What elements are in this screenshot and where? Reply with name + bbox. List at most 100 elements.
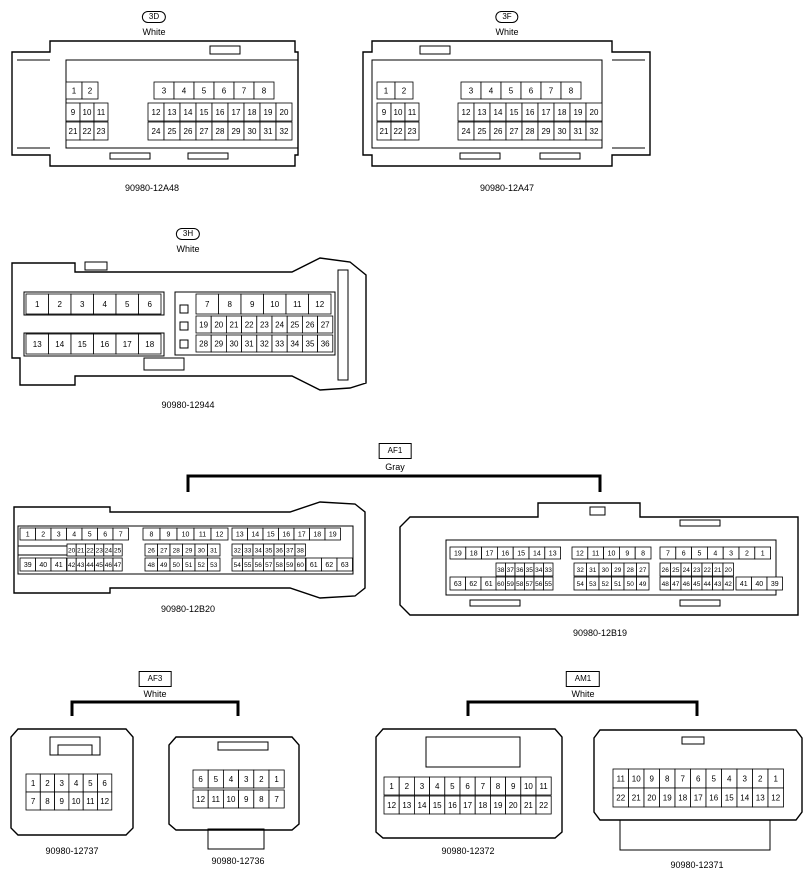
svg-text:11: 11 bbox=[408, 108, 417, 117]
svg-text:49: 49 bbox=[639, 581, 647, 588]
svg-text:12: 12 bbox=[216, 532, 224, 539]
3h-pin-5: 5 bbox=[115, 293, 139, 315]
svg-text:4: 4 bbox=[72, 532, 76, 539]
svg-text:15: 15 bbox=[517, 551, 525, 558]
svg-text:15: 15 bbox=[267, 532, 275, 539]
af1-right-pin-56: 56 bbox=[533, 576, 544, 591]
svg-text:17: 17 bbox=[486, 551, 494, 558]
3h-pin-29: 29 bbox=[210, 334, 227, 353]
svg-text:20: 20 bbox=[590, 108, 599, 117]
svg-text:35: 35 bbox=[306, 339, 315, 348]
svg-text:43: 43 bbox=[714, 581, 722, 588]
connector-code-3f: 3F bbox=[495, 11, 519, 23]
3h-pin-16: 16 bbox=[93, 333, 117, 355]
af3-left-pin-7: 7 bbox=[25, 791, 41, 811]
3f-pin-2: 2 bbox=[394, 81, 414, 100]
3f-pin-29: 29 bbox=[537, 121, 555, 141]
svg-text:23: 23 bbox=[408, 127, 417, 136]
svg-text:28: 28 bbox=[526, 127, 535, 136]
part-number-af1-left: 90980-12B20 bbox=[160, 604, 216, 614]
svg-text:25: 25 bbox=[168, 127, 177, 136]
svg-text:26: 26 bbox=[306, 320, 315, 329]
am1-bracket bbox=[466, 700, 699, 716]
svg-text:16: 16 bbox=[282, 532, 290, 539]
svg-text:32: 32 bbox=[590, 127, 599, 136]
svg-text:23: 23 bbox=[96, 547, 104, 554]
af1-left-pin-19: 19 bbox=[324, 527, 341, 541]
svg-text:16: 16 bbox=[526, 108, 535, 117]
af1-left-pin-12: 12 bbox=[210, 527, 229, 541]
svg-text:61: 61 bbox=[485, 581, 493, 588]
af1-left-pin-2: 2 bbox=[35, 527, 52, 541]
svg-text:46: 46 bbox=[105, 562, 113, 569]
af3-right-pin-1: 1 bbox=[268, 769, 285, 789]
3d-pin-1: 1 bbox=[65, 81, 83, 100]
connector-code-3h: 3H bbox=[175, 228, 201, 240]
3h-pin-33: 33 bbox=[271, 334, 288, 353]
svg-text:28: 28 bbox=[627, 567, 635, 574]
svg-text:12: 12 bbox=[771, 793, 780, 802]
svg-text:2: 2 bbox=[45, 779, 50, 788]
af1-right-pin-24: 24 bbox=[680, 562, 692, 577]
svg-text:37: 37 bbox=[286, 547, 294, 554]
svg-text:16: 16 bbox=[100, 340, 109, 349]
svg-text:16: 16 bbox=[448, 801, 457, 810]
af1-left-pin-25: 25 bbox=[112, 543, 123, 557]
af3-right-pin-2: 2 bbox=[253, 769, 270, 789]
af1-right-pin-37: 37 bbox=[505, 562, 516, 577]
af1-right-pin-60: 60 bbox=[495, 576, 506, 591]
af1-right-pin-26: 26 bbox=[659, 562, 671, 577]
svg-text:18: 18 bbox=[145, 340, 154, 349]
svg-text:33: 33 bbox=[545, 567, 553, 574]
svg-text:27: 27 bbox=[321, 320, 330, 329]
3d-pin-32: 32 bbox=[275, 121, 293, 141]
svg-text:13: 13 bbox=[236, 532, 244, 539]
af1-right-pin-22: 22 bbox=[701, 562, 713, 577]
svg-text:32: 32 bbox=[577, 567, 585, 574]
af1-left-pin-20: 20 bbox=[66, 543, 77, 557]
svg-text:22: 22 bbox=[86, 547, 94, 554]
svg-text:18: 18 bbox=[558, 108, 567, 117]
svg-text:3: 3 bbox=[743, 774, 748, 783]
svg-text:1: 1 bbox=[384, 86, 389, 95]
am1-left-pin-22: 22 bbox=[535, 795, 552, 815]
3d-pin-3: 3 bbox=[153, 81, 175, 100]
am1-left-pin-20: 20 bbox=[505, 795, 522, 815]
3h-pin-10: 10 bbox=[263, 293, 287, 315]
svg-text:42: 42 bbox=[68, 562, 76, 569]
af1-left-pin-21: 21 bbox=[75, 543, 86, 557]
af1-right-pin-30: 30 bbox=[598, 562, 612, 577]
am1-left-pin-18: 18 bbox=[474, 795, 491, 815]
3h-pin-35: 35 bbox=[301, 334, 318, 353]
svg-text:4: 4 bbox=[74, 779, 79, 788]
svg-text:21: 21 bbox=[380, 127, 389, 136]
3f-pin-18: 18 bbox=[553, 102, 571, 122]
af1-right-pin-18: 18 bbox=[465, 546, 482, 560]
af1-right-pin-25: 25 bbox=[670, 562, 682, 577]
svg-text:21: 21 bbox=[77, 547, 85, 554]
svg-text:31: 31 bbox=[245, 339, 254, 348]
svg-text:51: 51 bbox=[185, 562, 193, 569]
3f-pin-26: 26 bbox=[489, 121, 507, 141]
3d-pin-15: 15 bbox=[195, 102, 213, 122]
svg-text:55: 55 bbox=[545, 581, 553, 588]
svg-text:11: 11 bbox=[86, 797, 95, 806]
svg-text:61: 61 bbox=[310, 562, 318, 569]
svg-text:36: 36 bbox=[321, 339, 330, 348]
am1-left-pin-6: 6 bbox=[459, 776, 476, 796]
af1-left-pin-24: 24 bbox=[103, 543, 114, 557]
svg-text:4: 4 bbox=[182, 86, 187, 95]
af1-right-pin-51: 51 bbox=[611, 576, 625, 591]
af1-left-pin-58: 58 bbox=[273, 557, 285, 572]
svg-text:12: 12 bbox=[315, 300, 324, 309]
af1-left-pin-36: 36 bbox=[273, 543, 285, 557]
3d-pin-29: 29 bbox=[227, 121, 245, 141]
svg-text:10: 10 bbox=[83, 108, 92, 117]
svg-text:3: 3 bbox=[80, 300, 85, 309]
svg-text:11: 11 bbox=[539, 782, 548, 791]
3d-pin-14: 14 bbox=[179, 102, 197, 122]
af1-right-pin-58: 58 bbox=[514, 576, 525, 591]
3d-pin-31: 31 bbox=[259, 121, 277, 141]
svg-text:22: 22 bbox=[704, 567, 712, 574]
af1-right-pin-23: 23 bbox=[691, 562, 703, 577]
